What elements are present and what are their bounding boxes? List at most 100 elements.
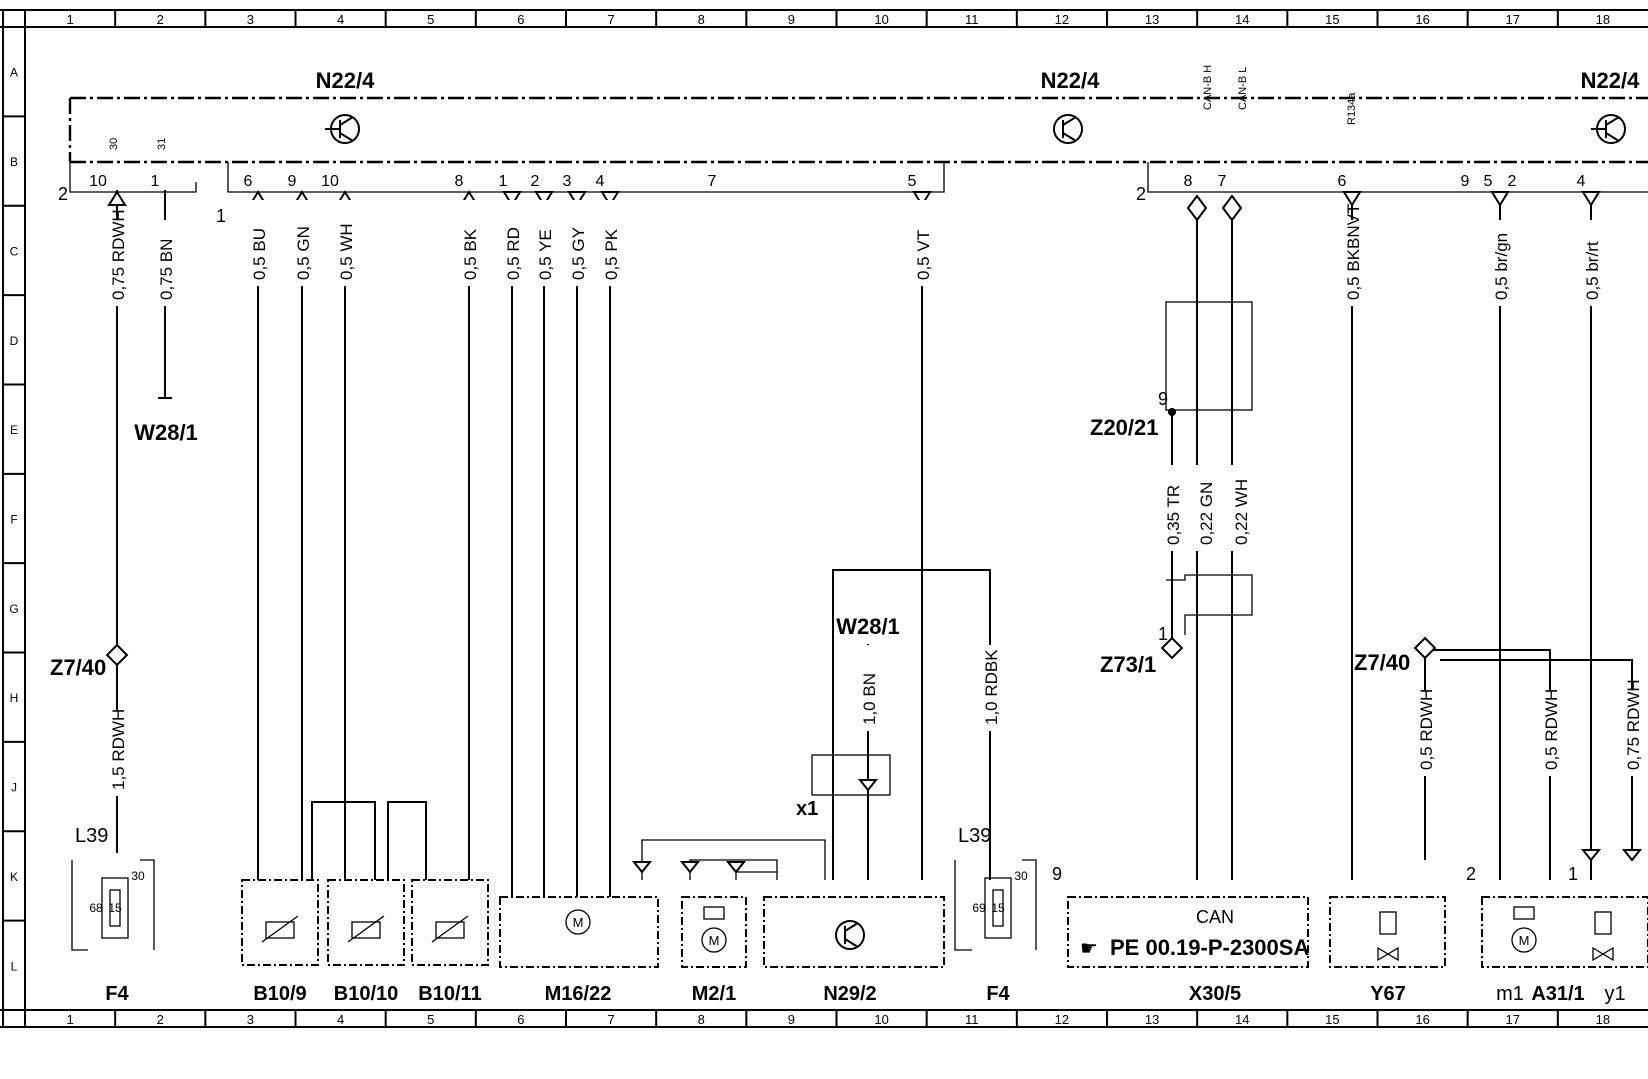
connector-bidir-icon xyxy=(1186,194,1208,222)
ecu-pin-label: 1 xyxy=(216,206,226,226)
wire-label-bg xyxy=(154,220,176,306)
pin-number: 10 xyxy=(89,173,107,190)
component-label: F4 xyxy=(105,983,129,1005)
fuse-pin-number: 68 xyxy=(89,901,103,915)
pin-tag: 30 xyxy=(108,138,120,150)
connector-down-icon xyxy=(534,191,554,207)
grid-col-label: 17 xyxy=(1506,1012,1520,1027)
grid-col-label: 12 xyxy=(1055,12,1069,27)
wire-label: 0,5 RDWH xyxy=(1542,689,1561,770)
pin-number: 8 xyxy=(1184,173,1193,190)
grid-column-markers: 1122334455667788991010111112121313141415… xyxy=(66,10,1610,1027)
frame xyxy=(0,9,1648,1028)
junction-icon xyxy=(1160,636,1184,660)
label-x1: x1 xyxy=(796,798,818,820)
wire-label: 1,0 RDBK xyxy=(982,649,1001,725)
wire-label: 0,22 GN xyxy=(1197,482,1216,545)
grid-row-label: J xyxy=(11,781,17,795)
svg-text:M: M xyxy=(1519,933,1530,948)
grid-col-label: 1 xyxy=(66,1012,73,1027)
label-w28-mid: W28/1 xyxy=(836,614,900,639)
wire-label-bg xyxy=(106,220,128,306)
label-z73: Z73/1 xyxy=(1100,652,1156,677)
thermistor-icon xyxy=(347,915,385,943)
wire-label: 0,75 RDWH xyxy=(109,209,128,300)
pin-number: 4 xyxy=(1577,173,1586,190)
grid-row-label: B xyxy=(10,155,18,169)
motor-icon: M xyxy=(565,909,591,935)
connector-down-icon xyxy=(1490,191,1510,207)
sensor-b10-9 xyxy=(241,879,319,966)
hand-pointer-icon: ☛ xyxy=(1080,938,1098,960)
grid-col-label: 15 xyxy=(1325,12,1339,27)
junction-icon xyxy=(1413,636,1437,660)
pin-tag: CAN-B H xyxy=(1202,65,1214,110)
wire-label: 0,5 WH xyxy=(337,223,356,280)
pin-number: 1 xyxy=(499,173,508,190)
grid-col-label: 12 xyxy=(1055,1012,1069,1027)
wire-label: 0,5 br/gn xyxy=(1492,233,1511,300)
grid-row-label: H xyxy=(10,691,19,705)
wire-label: 0,5 BU xyxy=(250,228,269,280)
wire-label: 0,5 br/rt xyxy=(1583,241,1602,300)
grid-row-label: K xyxy=(10,870,18,884)
wire-label-bg xyxy=(857,645,879,731)
grid-col-label: 14 xyxy=(1235,12,1249,27)
component-boxes: M M M xyxy=(71,859,1648,968)
valve-y67 xyxy=(1329,896,1446,968)
component-label: M16/22 xyxy=(545,983,612,1005)
grid-row-label: C xyxy=(10,244,19,258)
grid-col-label: 9 xyxy=(788,12,795,27)
grid-col-label: 13 xyxy=(1145,12,1159,27)
wire-label: 0,22 WH xyxy=(1232,479,1251,545)
transistor-icon xyxy=(1053,114,1083,144)
label-w28-top: W28/1 xyxy=(134,420,198,445)
connector-down-icon xyxy=(631,861,653,874)
component-label: m1 xyxy=(1496,983,1524,1005)
wires xyxy=(116,190,1633,897)
wire-label-bg xyxy=(501,200,523,286)
component-label: F4 xyxy=(986,983,1010,1005)
grid-row-label: A xyxy=(10,66,18,80)
grid-col-label: 16 xyxy=(1415,1012,1429,1027)
wire-label: 0,5 BK xyxy=(461,228,480,280)
wire-label: 0,5 GN xyxy=(294,226,313,280)
wire-label: 1,0 BN xyxy=(860,673,879,725)
grid-col-label: 4 xyxy=(337,1012,344,1027)
grid-col-label: 6 xyxy=(517,12,524,27)
grid-col-label: 3 xyxy=(247,12,254,27)
pin-number: 5 xyxy=(1484,173,1493,190)
wire-label-bg xyxy=(599,200,621,286)
pin-number: 1 xyxy=(151,173,160,190)
x30-pin: 9 xyxy=(1052,864,1062,884)
label-n22-left: N22/4 xyxy=(316,68,375,93)
ecu-pin-label: 2 xyxy=(58,184,68,204)
wire-label-bg xyxy=(106,710,128,796)
connector-down-icon xyxy=(600,191,620,207)
pin-number: 10 xyxy=(321,173,339,190)
connector-bidir-icon xyxy=(1221,194,1243,222)
label-z7-left: Z7/40 xyxy=(50,655,106,680)
pe-reference: PE 00.19-P-2300SA xyxy=(1110,935,1309,960)
connector-up-icon xyxy=(107,190,127,206)
wire-label: 0,35 TR xyxy=(1164,485,1183,545)
wire-label-bg xyxy=(1229,465,1251,551)
wire-label-bg xyxy=(533,200,555,286)
label-n22-mid: N22/4 xyxy=(1041,68,1100,93)
grid-row-label: E xyxy=(10,423,18,437)
pin-number: 6 xyxy=(1338,173,1347,190)
connector-down-icon xyxy=(502,191,522,207)
component-label: B10/11 xyxy=(418,983,481,1005)
wire-label-bg xyxy=(247,200,269,286)
pin-number: 3 xyxy=(563,173,572,190)
pin-number: 9 xyxy=(288,173,297,190)
motor-m2-1 xyxy=(681,896,747,968)
grid-row-label: L xyxy=(11,959,18,973)
grid-col-label: 15 xyxy=(1325,1012,1339,1027)
grid-col-label: 18 xyxy=(1596,1012,1610,1027)
label-l39-b: L39 xyxy=(958,825,991,847)
pin-tag: R134a xyxy=(1346,92,1358,125)
